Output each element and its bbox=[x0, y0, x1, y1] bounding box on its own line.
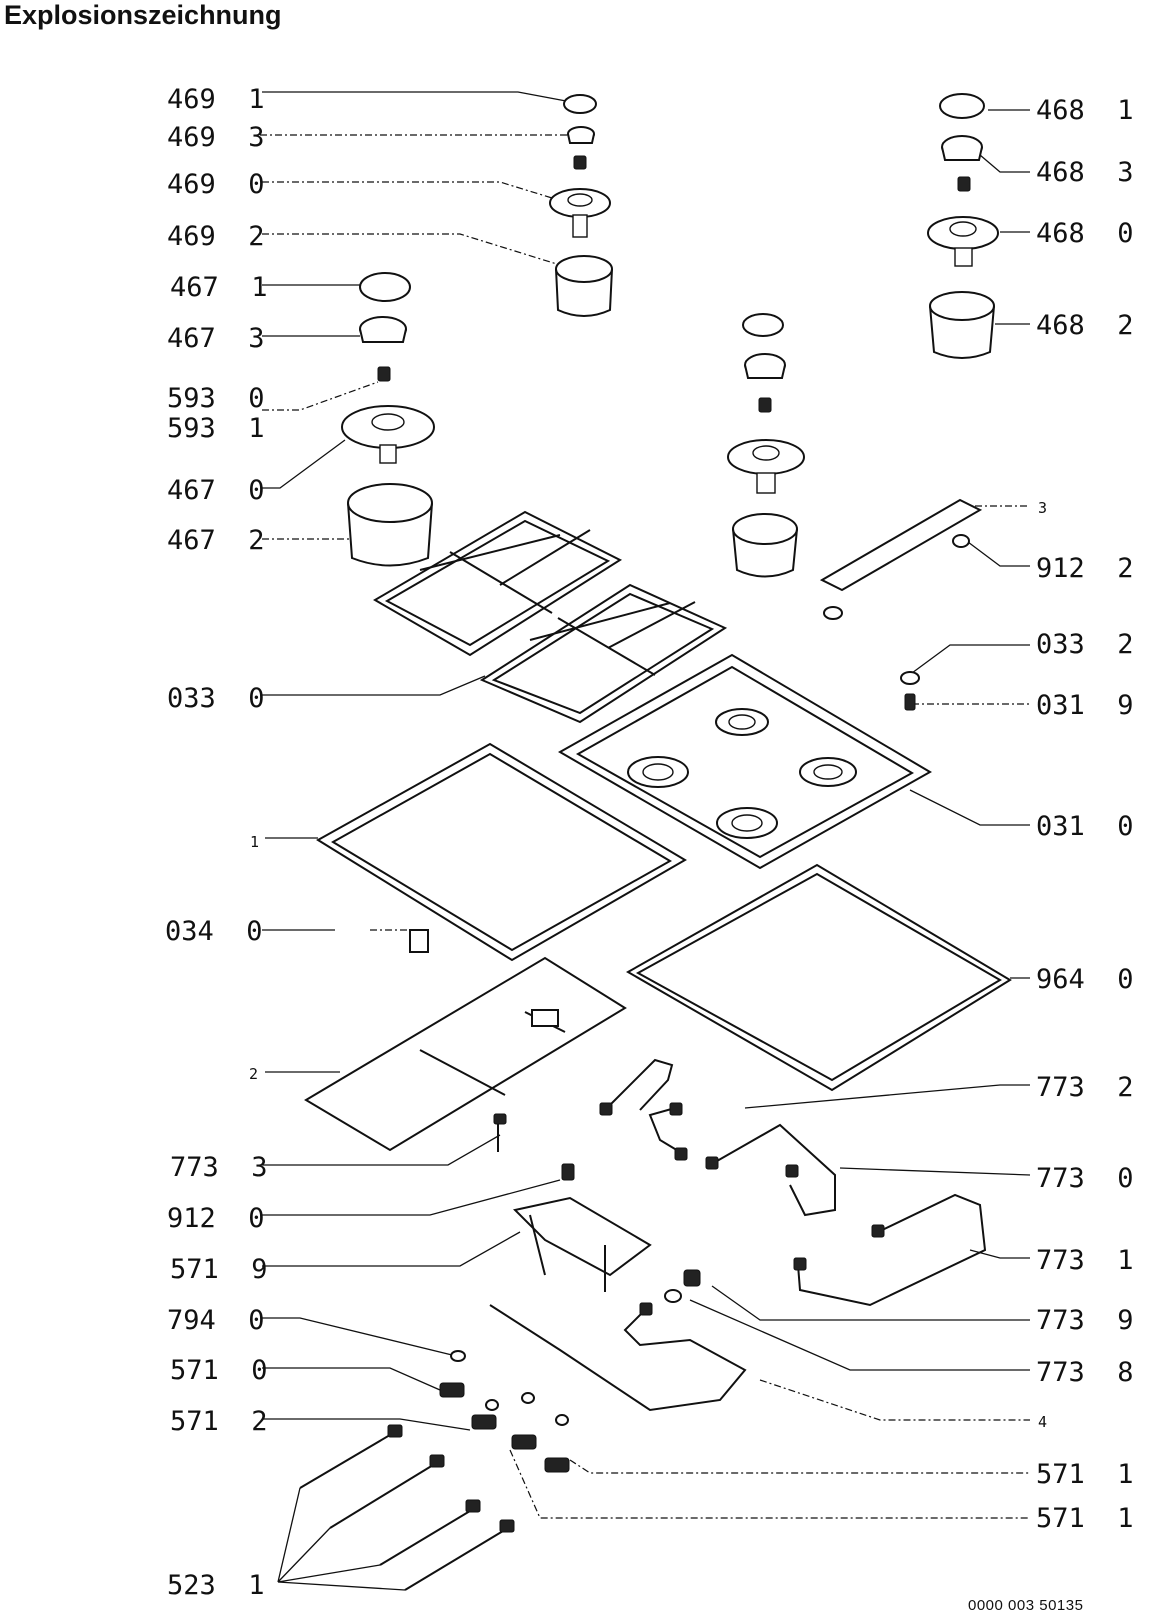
pan-support-grids bbox=[373, 510, 728, 724]
label-3: 3 bbox=[1038, 499, 1047, 517]
label-4: 4 bbox=[1038, 1413, 1047, 1431]
label-2: 2 bbox=[249, 1065, 258, 1083]
label-571-0: 571 0 bbox=[170, 1355, 268, 1386]
manifold-571-9 bbox=[512, 1163, 652, 1292]
label-773-8: 773 8 bbox=[1036, 1357, 1134, 1388]
label-773-3: 773 3 bbox=[170, 1152, 268, 1183]
label-794-0: 794 0 bbox=[167, 1305, 265, 1336]
label-468-1: 468 1 bbox=[1036, 95, 1134, 126]
label-467-1: 467 1 bbox=[170, 272, 268, 303]
label-912-0: 912 0 bbox=[167, 1203, 265, 1234]
label-467-0: 467 0 bbox=[167, 475, 265, 506]
label-571-1-b: 571 1 bbox=[1036, 1503, 1134, 1534]
label-031-9: 031 9 bbox=[1036, 690, 1134, 721]
label-468-3: 468 3 bbox=[1036, 157, 1134, 188]
leader-lines bbox=[260, 91, 1031, 1591]
gas-pipes bbox=[489, 1058, 987, 1412]
label-773-2: 773 2 bbox=[1036, 1072, 1134, 1103]
label-033-2: 033 2 bbox=[1036, 629, 1134, 660]
label-571-1-a: 571 1 bbox=[1036, 1459, 1134, 1490]
label-773-9: 773 9 bbox=[1036, 1305, 1134, 1336]
label-593-0: 593 0 bbox=[167, 383, 265, 414]
burner-467-group bbox=[341, 272, 435, 567]
label-964-0: 964 0 bbox=[1036, 964, 1134, 995]
small-parts-right bbox=[819, 498, 983, 711]
label-467-3: 467 3 bbox=[167, 323, 265, 354]
burner-469-group bbox=[549, 94, 613, 317]
label-523-1: 523 1 bbox=[167, 1570, 265, 1601]
label-467-2: 467 2 bbox=[167, 525, 265, 556]
label-469-3: 469 3 bbox=[167, 122, 265, 153]
label-033-0: 033 0 bbox=[167, 683, 265, 714]
label-773-0: 773 0 bbox=[1036, 1163, 1134, 1194]
page-title: Explosionszeichnung bbox=[4, 0, 282, 30]
label-469-1: 469 1 bbox=[167, 84, 265, 115]
burner-468-group bbox=[927, 93, 999, 359]
label-468-2: 468 2 bbox=[1036, 310, 1134, 341]
label-468-0: 468 0 bbox=[1036, 218, 1134, 249]
hob-top-plate bbox=[557, 653, 932, 870]
label-031-0: 031 0 bbox=[1036, 811, 1134, 842]
document-number: 0000 003 50135 bbox=[968, 1597, 1084, 1614]
label-571-9: 571 9 bbox=[170, 1254, 268, 1285]
valves-and-thermocouples bbox=[299, 1350, 570, 1591]
label-469-2: 469 2 bbox=[167, 221, 265, 252]
label-034-0: 034 0 bbox=[165, 916, 263, 947]
tray-2 bbox=[304, 956, 627, 1152]
gasket-964 bbox=[625, 863, 1012, 1092]
bracket-034 bbox=[409, 929, 429, 953]
label-469-0: 469 0 bbox=[167, 169, 265, 200]
label-593-1: 593 1 bbox=[167, 413, 265, 444]
label-1: 1 bbox=[250, 833, 259, 851]
frame-1 bbox=[316, 742, 687, 962]
label-773-1: 773 1 bbox=[1036, 1245, 1134, 1276]
label-912-2: 912 2 bbox=[1036, 553, 1134, 584]
label-571-2: 571 2 bbox=[170, 1406, 268, 1437]
burner-middle-group bbox=[727, 313, 805, 578]
